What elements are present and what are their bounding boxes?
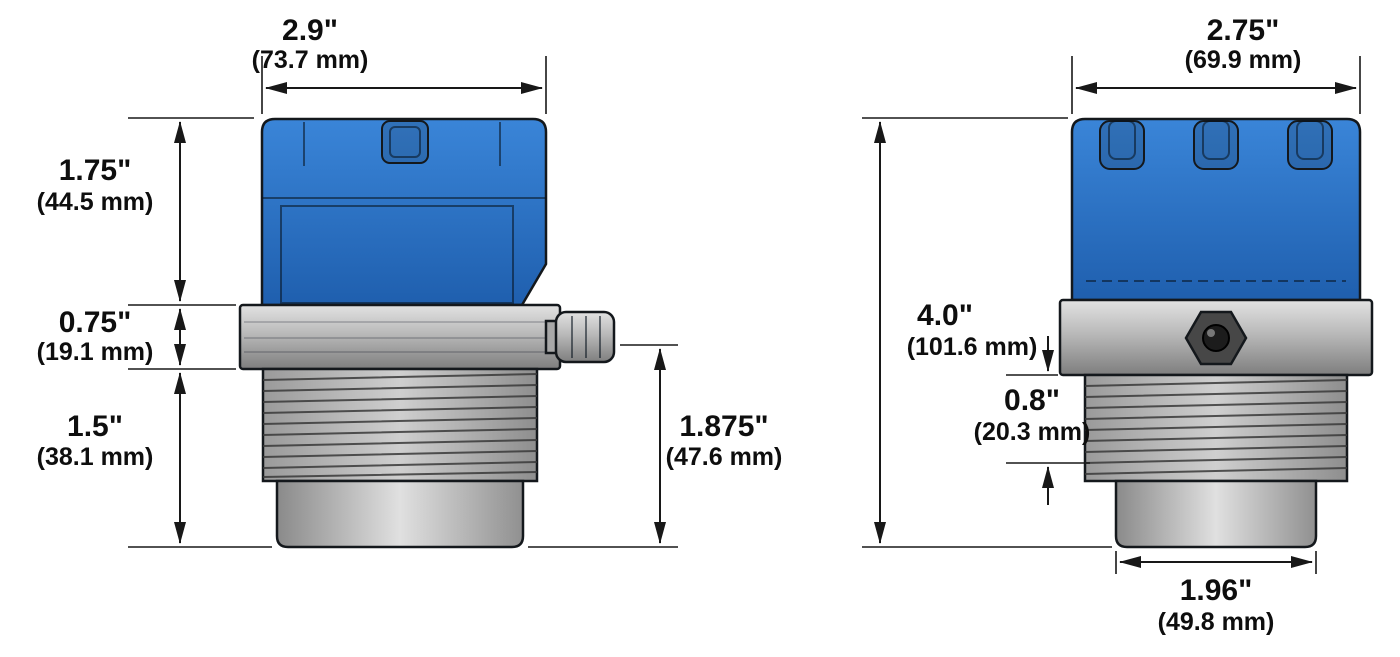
thread-lines-side [262,373,538,478]
dim-value-in: 1.75" [59,154,132,187]
dim-value-in: 1.875" [679,410,768,443]
sensor-cylinder-front [1114,479,1318,549]
cable-gland-ribs [571,316,601,358]
dim-side-height-thread: 1.5" (38.1 mm) [37,372,272,548]
dim-side-height-housing: 1.75" (44.5 mm) [37,117,254,306]
dim-value-mm: (19.1 mm) [37,338,154,366]
housing-front [1070,117,1362,302]
dim-value-in: 0.75" [59,306,132,339]
dim-value-mm: (49.8 mm) [1158,608,1275,636]
dim-front-width-top: 2.75" (69.9 mm) [1071,14,1361,114]
dim-value-mm: (101.6 mm) [907,333,1038,361]
dim-value-in: 2.75" [1207,14,1280,47]
dim-front-thread-engagement: 0.8" (20.3 mm) [974,336,1091,505]
dim-value-mm: (69.9 mm) [1185,46,1302,74]
dim-value-in: 2.9" [282,14,338,47]
front-view: 2.75" (69.9 mm) 4.0" (101.6 mm) 0.8" (20… [862,14,1374,636]
top-slot [1287,120,1333,170]
top-slot [1193,120,1239,170]
dim-value-mm: (44.5 mm) [37,188,154,216]
top-slot-inner [1108,120,1136,160]
thread-lines-front [1084,379,1348,475]
thread-section-front [1083,373,1349,483]
top-slot-inner [1202,120,1230,160]
dim-side-height-conduit-to-tip: 1.875" (47.6 mm) [528,344,783,548]
dim-value-mm: (20.3 mm) [974,418,1091,446]
top-slot [1099,120,1145,170]
cable-gland [544,310,616,364]
housing-front-panel [280,205,514,304]
housing-top-tab-inner [389,126,421,158]
collar-machining-lines [244,321,556,353]
housing-top-tab [381,120,429,164]
hex-plug-highlight [1207,329,1215,337]
dim-value-mm: (38.1 mm) [37,443,154,471]
dim-value-mm: (73.7 mm) [252,46,369,74]
dim-value-mm: (47.6 mm) [666,443,783,471]
top-slot-inner [1296,120,1324,160]
sensor-cylinder-side [275,479,525,549]
housing-side [260,117,548,307]
hex-plug [1184,310,1248,366]
side-view: 2.9" (73.7 mm) 1.75" (44.5 mm) 0.75" (19… [37,14,783,549]
housing-top-slots [1099,120,1333,170]
hex-plug-bore [1202,324,1230,352]
dim-value-in: 0.8" [1004,384,1060,417]
dim-front-width-bottom: 1.96" (49.8 mm) [1115,551,1317,636]
dim-front-height-overall: 4.0" (101.6 mm) [862,117,1112,548]
dim-side-height-collar: 0.75" (19.1 mm) [37,306,236,370]
thread-section-side [261,367,539,483]
dim-value-in: 4.0" [917,299,973,332]
dim-side-width-top: 2.9" (73.7 mm) [252,14,547,114]
dim-value-in: 1.96" [1180,574,1253,607]
dim-value-in: 1.5" [67,410,123,443]
